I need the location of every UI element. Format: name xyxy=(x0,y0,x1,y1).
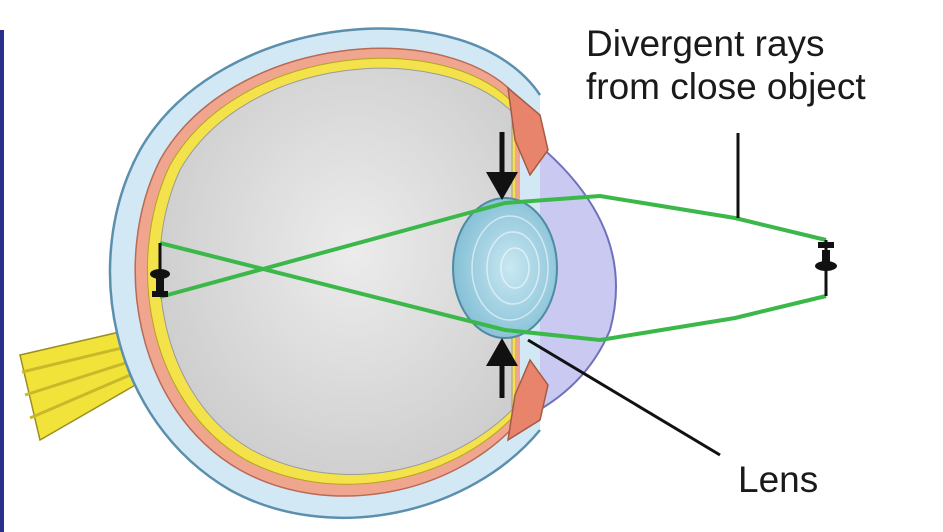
annotation-title: Divergent rays from close object xyxy=(586,22,866,108)
object-pin-icon xyxy=(815,240,837,296)
annotation-title-line2: from close object xyxy=(586,65,866,108)
lens-label: Lens xyxy=(738,458,818,501)
lens xyxy=(453,198,557,338)
annotation-title-line1: Divergent rays xyxy=(586,22,866,65)
